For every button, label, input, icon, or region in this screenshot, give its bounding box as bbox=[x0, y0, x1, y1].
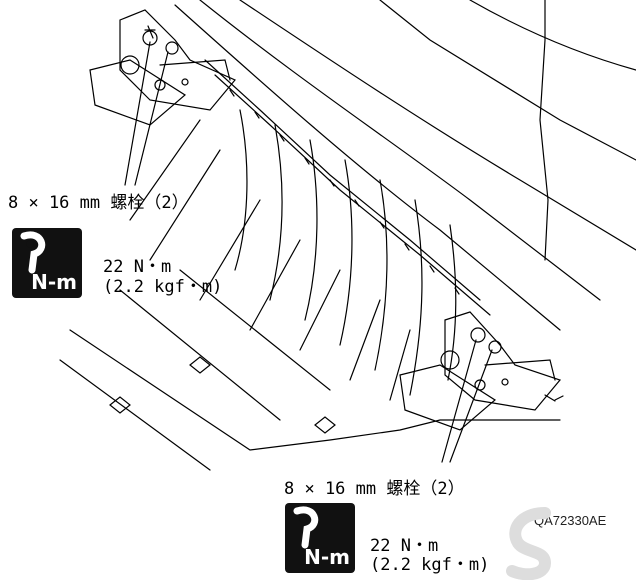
upper-torque-kgf: (2.2 kgf・m) bbox=[103, 277, 223, 297]
torque-wrench-icon: N-m bbox=[285, 503, 355, 573]
upper-torque-nm: 22 N・m bbox=[103, 257, 172, 277]
torque-unit-label: N-m bbox=[31, 270, 77, 294]
torque-wrench-icon: N-m bbox=[12, 228, 82, 298]
lower-bolt-label: 8 × 16 mm 螺栓（2） bbox=[284, 479, 465, 499]
lower-torque-kgf: (2.2 kgf・m) bbox=[370, 555, 490, 575]
lower-torque-nm: 22 N・m bbox=[370, 536, 439, 556]
watermark-logo-icon bbox=[506, 507, 552, 580]
upper-bolt-label: 8 × 16 mm 螺栓（2） bbox=[8, 193, 189, 213]
torque-unit-label: N-m bbox=[304, 545, 350, 569]
figure-code: QA72330AE bbox=[534, 513, 607, 528]
